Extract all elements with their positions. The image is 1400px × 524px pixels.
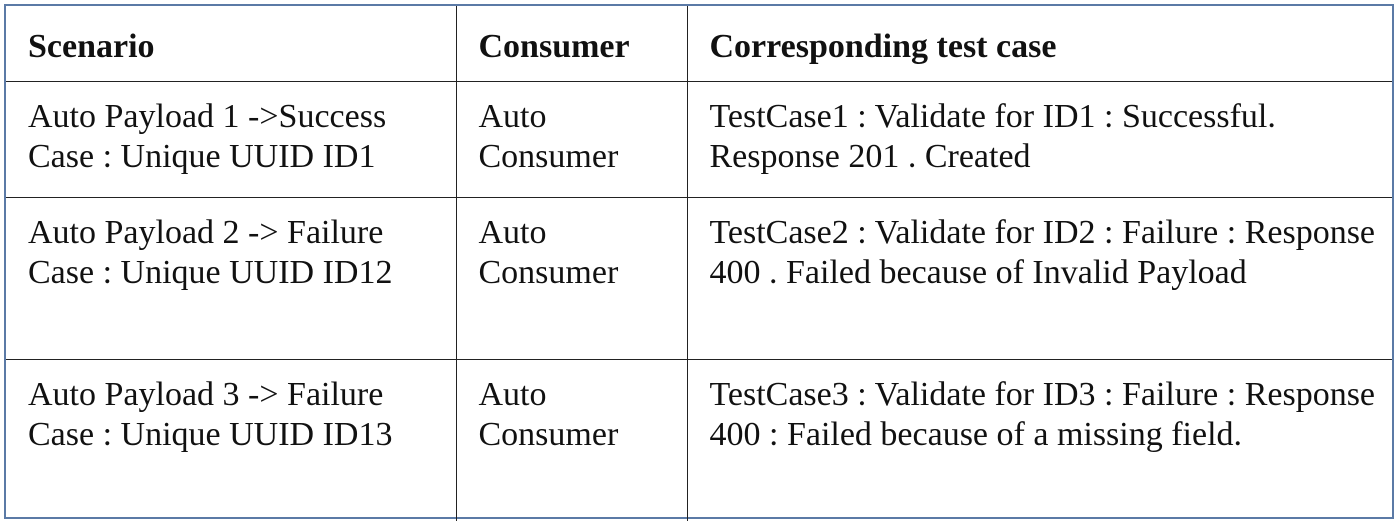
consumer-text: Auto Consumer [478,97,619,175]
header-test-case: Corresponding test case [686,6,1392,82]
test-case-text: TestCase2 : Validate for ID2 : Failure :… [709,213,1376,291]
cell-test-case: TestCase1 : Validate for ID1 : Successfu… [686,80,1392,198]
cell-consumer: Auto Consumer [455,358,688,521]
test-case-text: TestCase1 : Validate for ID1 : Successfu… [709,97,1276,175]
table-frame: Scenario Consumer Corresponding test cas… [4,4,1394,521]
cell-test-case: TestCase2 : Validate for ID2 : Failure :… [686,196,1392,360]
scenario-text: Auto Payload 2 -> Failure Case : Unique … [28,213,393,291]
scenario-text: Auto Payload 1 ->Success Case : Unique U… [28,97,387,175]
table-row: Auto Payload 2 -> Failure Case : Unique … [6,196,1392,360]
table-row: Auto Payload 1 ->Success Case : Unique U… [6,80,1392,198]
header-scenario: Scenario [6,6,457,82]
cell-test-case: TestCase3 : Validate for ID3 : Failure :… [686,358,1392,521]
cell-consumer: Auto Consumer [455,80,688,198]
consumer-text: Auto Consumer [478,375,619,453]
consumer-text: Auto Consumer [478,213,619,291]
test-case-text: TestCase3 : Validate for ID3 : Failure :… [709,375,1376,453]
table-header-row: Scenario Consumer Corresponding test cas… [6,6,1392,82]
table-row: Auto Payload 3 -> Failure Case : Unique … [6,358,1392,521]
header-consumer: Consumer [455,6,688,82]
scenario-text: Auto Payload 3 -> Failure Case : Unique … [28,375,393,453]
cell-scenario: Auto Payload 1 ->Success Case : Unique U… [6,80,457,198]
scenario-table: Scenario Consumer Corresponding test cas… [6,6,1392,521]
cell-scenario: Auto Payload 3 -> Failure Case : Unique … [6,358,457,521]
cell-scenario: Auto Payload 2 -> Failure Case : Unique … [6,196,457,360]
cell-consumer: Auto Consumer [455,196,688,360]
